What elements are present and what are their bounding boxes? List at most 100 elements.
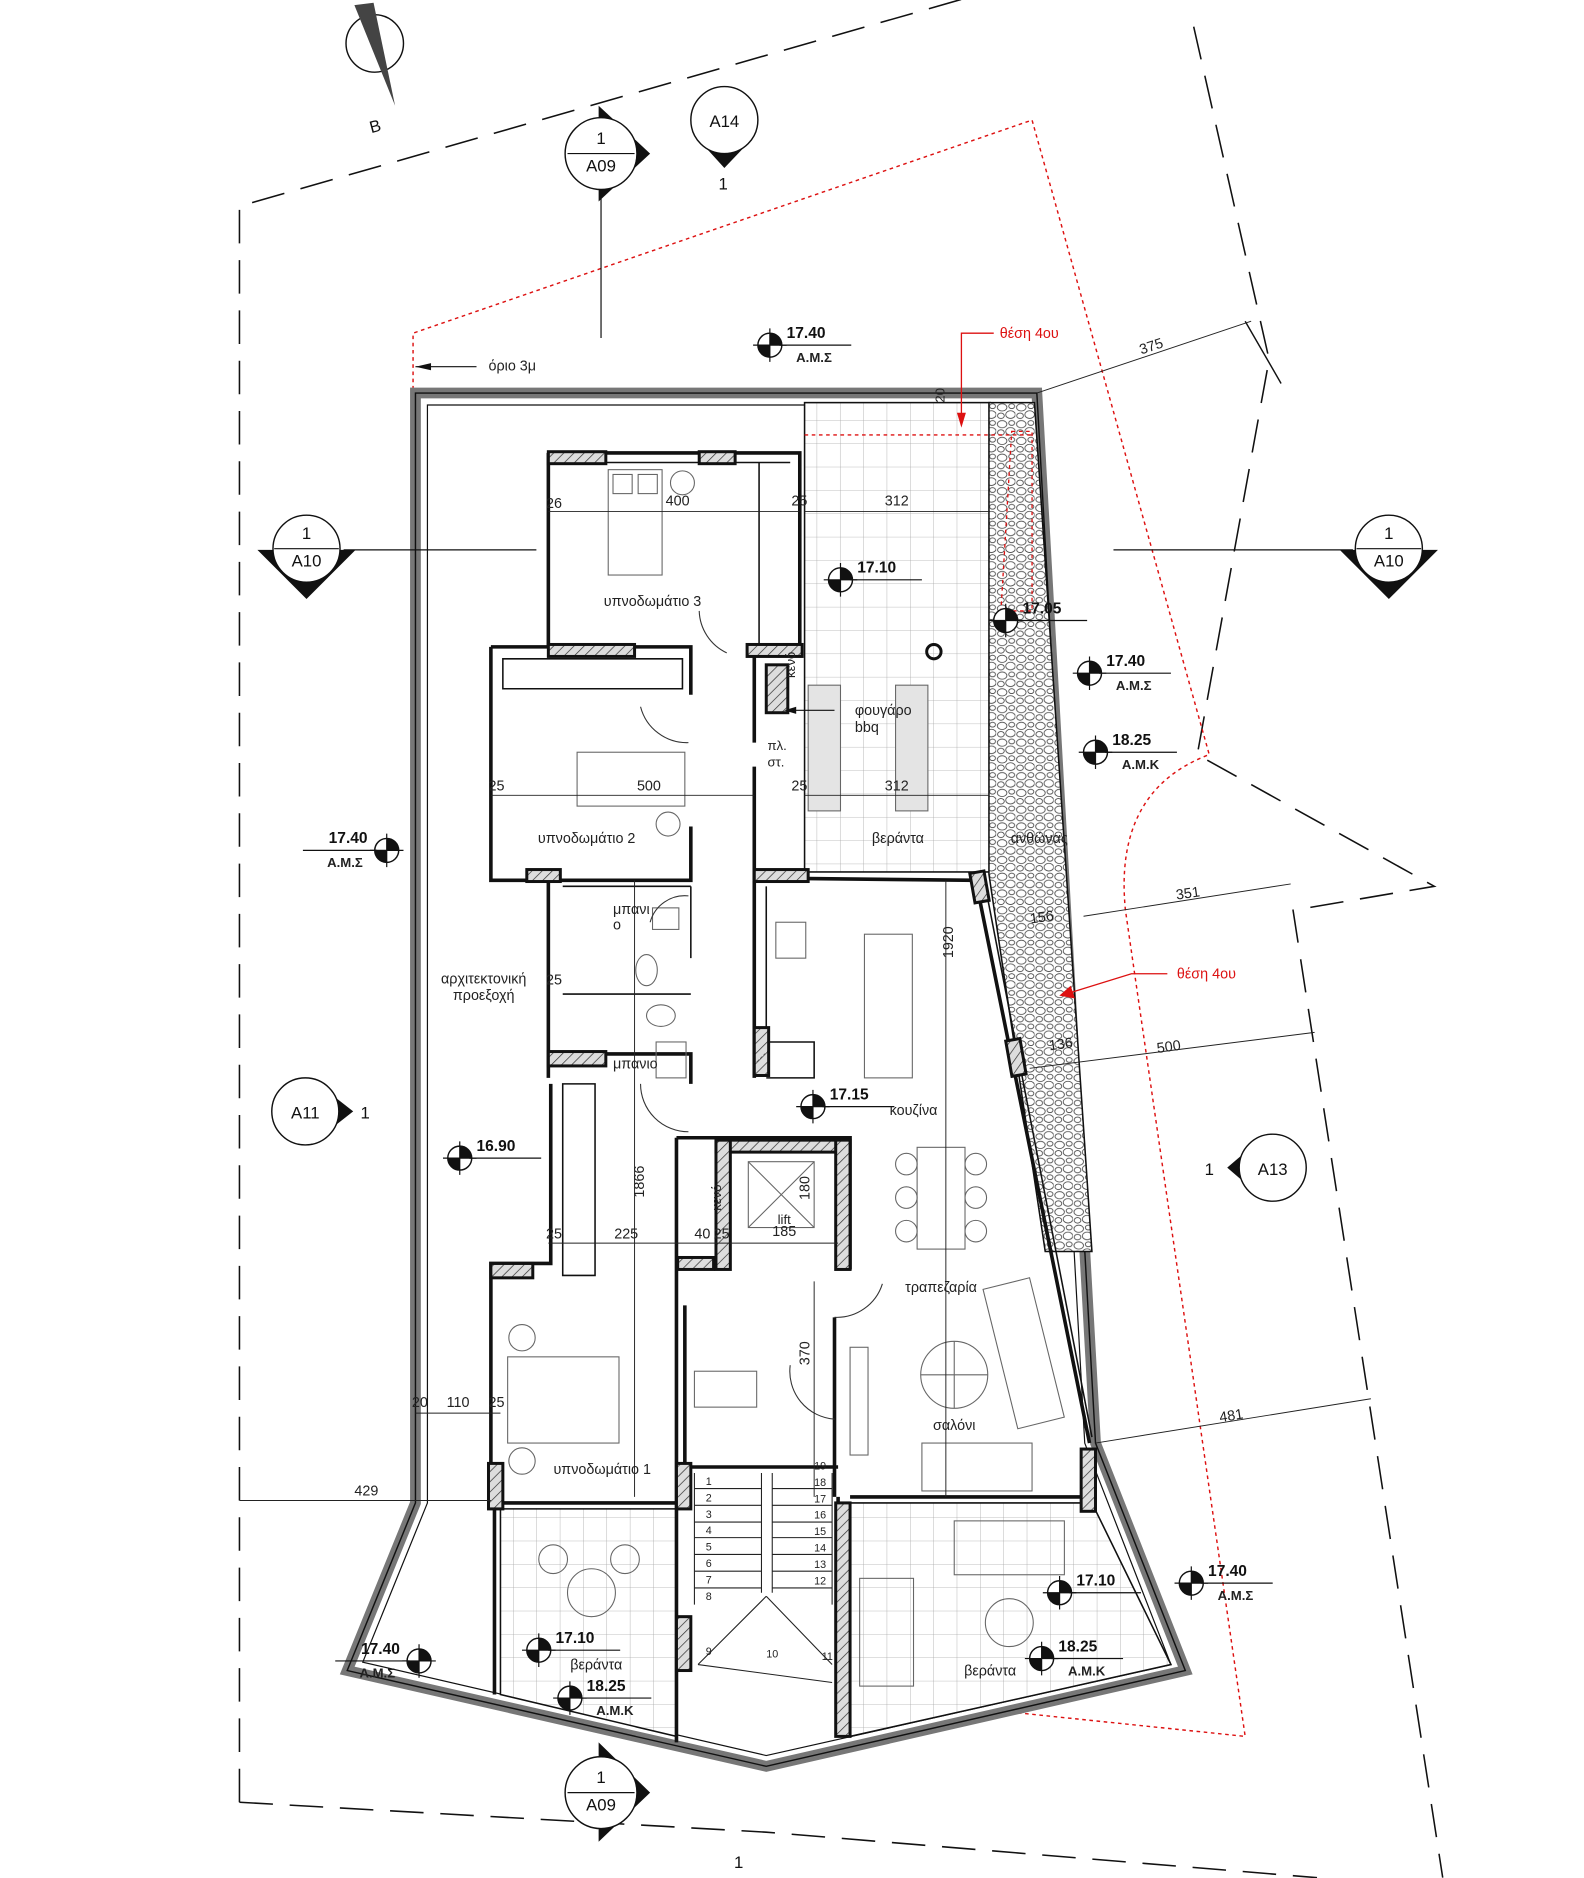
section-number: 1	[718, 175, 727, 194]
section-sheet: A13	[1258, 1160, 1288, 1179]
level-marker: 18.25Α.Μ.Κ	[1024, 1638, 1124, 1678]
level-symbol-icon	[442, 1141, 477, 1175]
level-marker: 17.10	[823, 560, 922, 597]
dimension-label: 500	[1156, 1038, 1182, 1057]
dimension-label: 25	[546, 1226, 562, 1242]
dimension-label: 429	[354, 1484, 378, 1500]
level-value: 17.40	[361, 1641, 400, 1658]
stair-step-number: 12	[814, 1575, 826, 1587]
level-type: Α.Μ.Κ	[596, 1703, 634, 1718]
room-label-bedroom-2: υπνοδωμάτιο 2	[538, 831, 636, 847]
dimension-label: 312	[885, 779, 909, 795]
level-type: Α.Μ.Σ	[1218, 1588, 1254, 1603]
dimension-label: 25	[791, 494, 807, 510]
dimension-label: 180	[797, 1176, 813, 1200]
section-marker-a14[interactable]: A14 1	[690, 85, 759, 194]
section-sheet: A09	[586, 157, 616, 176]
dimension-label: 20	[412, 1395, 428, 1411]
dimension-label: 1920	[941, 926, 957, 958]
bbq-chimney-label: φουγάρο	[855, 703, 912, 719]
position-markers	[804, 332, 1168, 999]
level-marker: 18.25Α.Μ.Κ	[1078, 732, 1177, 772]
room-label-bathroom: μπανι	[613, 902, 650, 918]
void-label: κενό	[783, 652, 798, 678]
level-marker: 17.10	[1042, 1573, 1142, 1610]
bottom-section-number: 1	[734, 1853, 743, 1872]
room-label-living: σαλόνι	[933, 1418, 975, 1434]
dimension-label: 26	[546, 496, 562, 512]
section-number: 1	[361, 1104, 370, 1123]
level-value: 17.15	[830, 1086, 869, 1103]
walls	[489, 451, 1093, 1743]
stair-step-number: 16	[814, 1510, 826, 1522]
room-label-veranda: βεράντα	[872, 831, 924, 847]
room-label-lift: lift	[778, 1212, 792, 1227]
room-label-bedroom-3: υπνοδωμάτιο 3	[604, 594, 702, 610]
dimension-label: 1866	[632, 1166, 648, 1198]
stair-step-number: 2	[706, 1492, 712, 1504]
room-label-bathroom: ο	[613, 917, 621, 933]
level-marker: 17.40Α.Μ.Σ	[753, 325, 852, 365]
level-type: Α.Μ.Σ	[1116, 678, 1152, 693]
dimension-lines	[239, 320, 1371, 1502]
section-number: 1	[302, 524, 311, 543]
dimension-label: 481	[1218, 1406, 1244, 1426]
position-label: θέση 4ου	[1000, 326, 1059, 342]
section-sheet: A10	[292, 552, 322, 571]
section-number: 1	[1384, 524, 1393, 543]
level-value: 17.10	[556, 1630, 595, 1647]
section-marker-a09-top[interactable]: 1 A09	[564, 105, 651, 202]
section-sheet: A09	[586, 1796, 616, 1815]
room-label-veranda-right: βεράντα	[964, 1663, 1016, 1679]
slab-label: πλ.	[767, 738, 786, 753]
dimension-label: 136	[1048, 1035, 1074, 1054]
stair-step-number: 17	[814, 1493, 826, 1505]
bbq-chimney-label: bbq	[855, 720, 879, 736]
level-value: 17.10	[857, 560, 896, 577]
stair-step-number: 13	[814, 1559, 826, 1571]
furniture	[507, 469, 1065, 1687]
north-boundary-detail	[1244, 320, 1282, 384]
stair-step-number: 14	[814, 1543, 826, 1555]
level-marker: 16.90	[442, 1138, 542, 1175]
level-marker: 17.15	[796, 1086, 895, 1124]
section-marker-a11[interactable]: A11 1	[271, 1077, 370, 1146]
stair-step-number: 9	[706, 1646, 712, 1658]
level-type: Α.Μ.Κ	[1122, 757, 1160, 772]
level-value: 17.40	[329, 830, 368, 847]
structural-columns	[486, 450, 1098, 1738]
level-type: Α.Μ.Σ	[327, 855, 363, 870]
level-type: Α.Μ.Σ	[796, 350, 832, 365]
room-label-kitchen: κουζίνα	[890, 1103, 938, 1119]
level-value: 17.40	[1208, 1563, 1247, 1580]
level-type: Α.Μ.Σ	[359, 1666, 395, 1681]
level-value: 17.05	[1022, 600, 1061, 617]
section-number: 1	[596, 129, 605, 148]
stair-step-number: 11	[822, 1651, 833, 1663]
setback-limit-label: όριο 3μ	[488, 358, 536, 374]
level-symbol-icon	[753, 328, 787, 362]
room-label-bathroom-2: μπανιο	[613, 1056, 658, 1072]
dimension-label: 370	[797, 1341, 813, 1365]
dimension-label: 25	[546, 972, 562, 988]
level-marker: 17.10	[522, 1630, 621, 1667]
level-value: 17.40	[787, 325, 826, 342]
level-value: 18.25	[1058, 1638, 1097, 1655]
section-sheet: A10	[1374, 552, 1404, 571]
stair-step-number: 5	[706, 1542, 712, 1554]
dimension-label: 185	[772, 1224, 796, 1240]
dimension-label: 500	[637, 779, 661, 795]
section-marker-a10-right[interactable]: 1 A10	[1339, 514, 1438, 599]
stair-step-number: 6	[706, 1558, 712, 1570]
section-sheet: A14	[709, 112, 739, 131]
section-marker-a13[interactable]: A13 1	[1205, 1133, 1307, 1202]
section-marker-a09-bottom[interactable]: 1 A09	[564, 1742, 651, 1842]
level-marker: 17.40Α.Μ.Σ	[302, 830, 404, 870]
dimension-label: 25	[488, 779, 504, 795]
north-label: B	[367, 116, 383, 137]
projection-label: προεξοχή	[453, 988, 515, 1004]
stair-step-number: 19	[814, 1461, 826, 1473]
section-marker-a10-left[interactable]: 1 A10	[257, 514, 356, 599]
dimension-label: 25	[488, 1395, 504, 1411]
